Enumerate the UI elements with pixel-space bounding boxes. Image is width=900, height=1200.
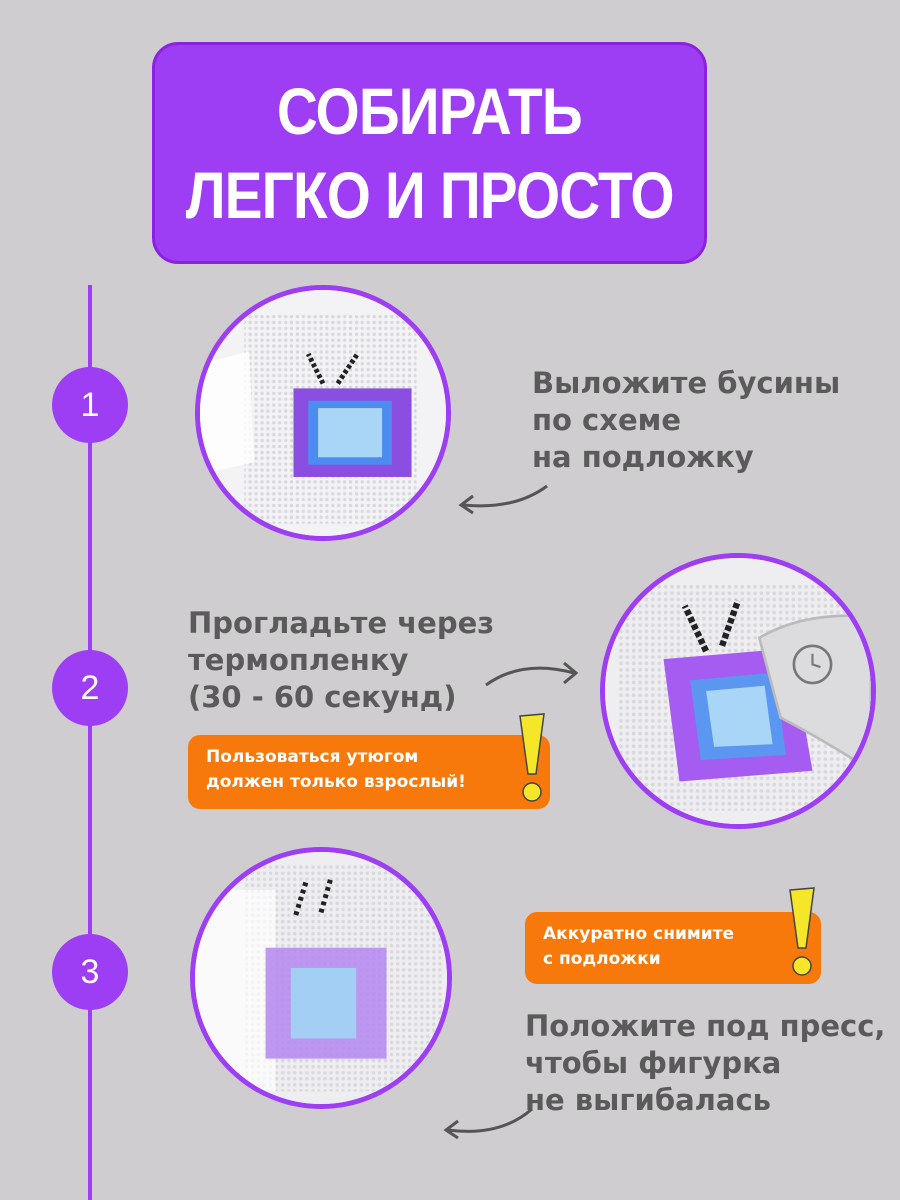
step-3-line: чтобы фигурка xyxy=(525,1046,782,1080)
warning-adult-iron: Пользоваться утюгом должен только взросл… xyxy=(188,735,550,809)
step-2-line: Прогладьте через xyxy=(188,606,495,640)
timeline-line xyxy=(88,285,92,1200)
step-3-photo xyxy=(190,847,452,1109)
step-1-photo xyxy=(195,285,451,541)
exclamation-icon xyxy=(789,887,815,976)
curved-arrow-icon xyxy=(485,661,579,687)
step-2-text: Прогладьте через термопленку (30 - 60 се… xyxy=(188,605,494,716)
step-1-number: 1 xyxy=(52,367,128,443)
bead-tv-image xyxy=(200,290,446,536)
warning-line: Пользоваться утюгом xyxy=(206,747,419,767)
step-3-number: 3 xyxy=(52,934,128,1010)
step-2-line: термопленку xyxy=(188,643,409,677)
step-3-line: не выгибалась xyxy=(525,1083,772,1117)
curved-arrow-icon xyxy=(458,484,548,515)
warning-remove-carefully: Аккуратно снимите с подложки xyxy=(525,912,821,984)
step-1-line: Выложите бусины xyxy=(532,366,841,400)
ironing-image xyxy=(605,558,871,824)
step-2-number: 2 xyxy=(52,650,128,726)
step-1-line: по схеме xyxy=(532,403,681,437)
title-line-1: СОБИРАТЬ xyxy=(277,74,583,148)
step-2-photo xyxy=(600,553,876,829)
step-2-line: (30 - 60 секунд) xyxy=(188,680,457,714)
warning-line: Аккуратно снимите xyxy=(543,924,735,944)
peeling-image xyxy=(195,852,447,1104)
title-banner: СОБИРАТЬ ЛЕГКО И ПРОСТО xyxy=(152,42,707,264)
exclamation-icon xyxy=(519,713,545,802)
warning-line: с подложки xyxy=(543,949,661,969)
step-1-text: Выложите бусины по схеме на подложку xyxy=(532,365,840,476)
curved-arrow-icon xyxy=(443,1107,533,1140)
step-3-line: Положите под пресс, xyxy=(525,1009,886,1043)
step-1-line: на подложку xyxy=(532,440,754,474)
warning-line: должен только взрослый! xyxy=(206,772,466,792)
step-3-text: Положите под пресс, чтобы фигурка не выг… xyxy=(525,1008,885,1119)
title-line-2: ЛЕГКО И ПРОСТО xyxy=(185,158,675,232)
